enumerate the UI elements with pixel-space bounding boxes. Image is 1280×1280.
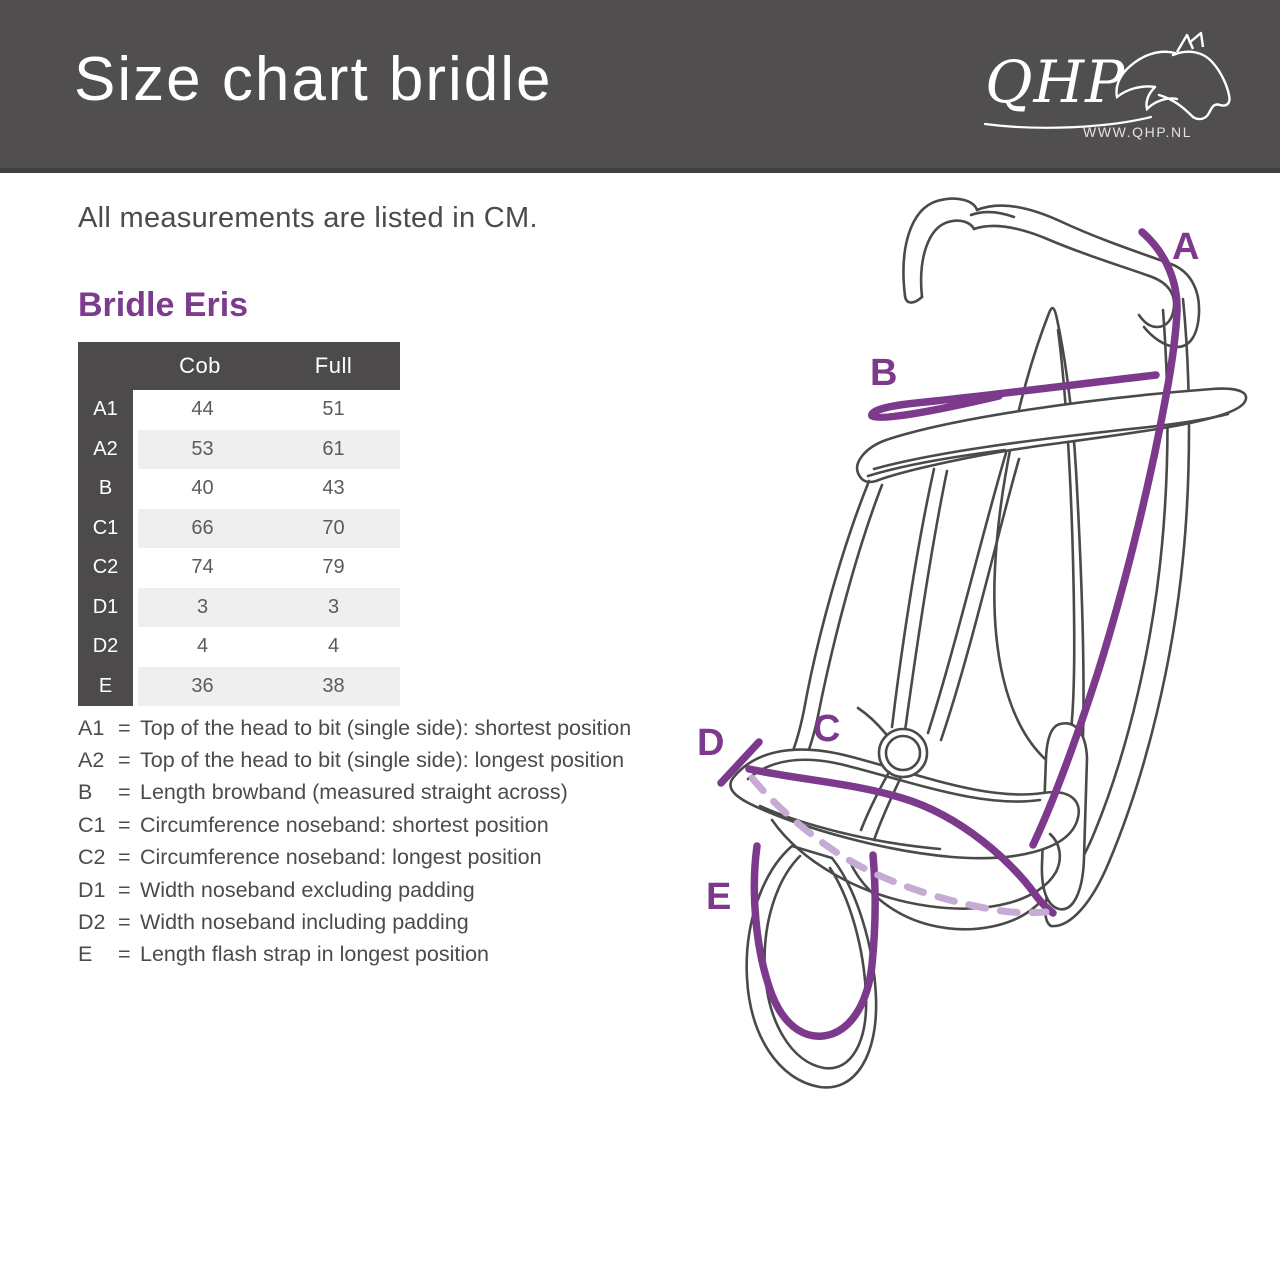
legend-equals: = <box>118 748 131 773</box>
table-corner <box>78 342 133 390</box>
measure-line-c <box>745 765 1057 917</box>
legend-row: C2 = Circumference noseband: longest pos… <box>78 842 658 874</box>
legend-row: A2 = Top of the head to bit (single side… <box>78 744 658 776</box>
diagram-label-b: B <box>870 352 898 394</box>
legend-equals: = <box>118 780 131 805</box>
legend-text: Circumference noseband: longest position <box>140 845 542 870</box>
table-cell: 4 <box>267 627 400 667</box>
table-cell: 79 <box>267 548 400 588</box>
legend-equals: = <box>118 812 131 837</box>
row-label: C2 <box>78 548 133 588</box>
table-cell: 74 <box>133 548 267 588</box>
legend-key: A2 <box>78 748 105 773</box>
page-title: Size chart bridle <box>74 45 553 114</box>
table-cell: 40 <box>133 469 267 509</box>
row-label: C1 <box>78 508 133 548</box>
logo-swoosh <box>983 115 1153 129</box>
legend-key: C1 <box>78 812 106 837</box>
row-label: E <box>78 666 133 706</box>
legend-row: D2 = Width noseband including padding <box>78 906 658 938</box>
legend-text: Length flash strap in longest position <box>140 942 490 967</box>
table-cell: 51 <box>267 390 400 430</box>
legend-text: Width noseband including padding <box>140 910 469 935</box>
product-name: Bridle Eris <box>78 286 249 324</box>
legend-text: Width noseband excluding padding <box>140 877 475 902</box>
table-col-header-full: Full <box>267 342 400 390</box>
qhp-logo: QHP WWW.QHP.NL <box>975 30 1231 150</box>
legend-text: Top of the head to bit (single side): lo… <box>140 748 625 773</box>
table-cell: 44 <box>133 390 267 430</box>
diagram-label-a: A <box>1172 226 1200 268</box>
table-cell: 4 <box>133 627 267 667</box>
measure-line-d <box>717 738 763 787</box>
header-band: Size chart bridle QHP WWW.QHP.NL <box>0 0 1280 173</box>
measure-line-dashed <box>748 774 1050 917</box>
legend-key: C2 <box>78 845 106 870</box>
size-table: Cob Full A1 44 51 A2 53 61 B 40 43 C1 66… <box>78 342 400 706</box>
legend-equals: = <box>118 910 131 935</box>
table-cell: 70 <box>267 508 400 548</box>
qhp-logo-text: QHP <box>985 48 1126 116</box>
diagram-label-c: C <box>813 708 841 750</box>
legend-row: C1 = Circumference noseband: shortest po… <box>78 809 658 841</box>
row-label: A1 <box>78 390 133 430</box>
measure-line-b <box>868 371 1160 422</box>
legend-row: E = Length flash strap in longest positi… <box>78 939 658 971</box>
row-label: A2 <box>78 429 133 469</box>
legend-row: D1 = Width noseband excluding padding <box>78 874 658 906</box>
table-cell: 3 <box>267 587 400 627</box>
legend-key: B <box>78 780 93 805</box>
bridle-diagram <box>717 197 1248 1089</box>
legend-equals: = <box>118 942 131 967</box>
qhp-logo-url: WWW.QHP.NL <box>1083 124 1193 140</box>
row-label: D2 <box>78 627 133 667</box>
diagram-label-d: D <box>697 722 725 764</box>
legend-row: B = Length browband (measured straight a… <box>78 777 658 809</box>
row-label: D1 <box>78 587 133 627</box>
measure-line-a <box>1029 228 1181 849</box>
table-cell: 53 <box>133 429 267 469</box>
measure-line-e <box>750 842 879 1040</box>
table-cell: 38 <box>267 666 400 706</box>
legend-equals: = <box>118 715 131 740</box>
legend-key: D1 <box>78 877 106 902</box>
table-col-header-cob: Cob <box>133 342 267 390</box>
table-cell: 3 <box>133 587 267 627</box>
legend-text: Top of the head to bit (single side): sh… <box>140 715 632 740</box>
legend-equals: = <box>118 845 131 870</box>
diagram-label-e: E <box>706 876 732 918</box>
legend-key: E <box>78 942 93 967</box>
table-cell: 66 <box>133 508 267 548</box>
table-cell: 36 <box>133 666 267 706</box>
legend-key: D2 <box>78 910 106 935</box>
legend-text: Circumference noseband: shortest positio… <box>140 812 549 837</box>
measurements-note: All measurements are listed in CM. <box>78 202 538 234</box>
horse-head-icon <box>1115 31 1231 121</box>
legend-key: A1 <box>78 715 105 740</box>
row-label: B <box>78 469 133 509</box>
legend-text: Length browband (measured straight acros… <box>140 780 568 805</box>
legend-row: A1 = Top of the head to bit (single side… <box>78 712 658 744</box>
legend-equals: = <box>118 877 131 902</box>
table-cell: 61 <box>267 429 400 469</box>
measurement-legend: A1 = Top of the head to bit (single side… <box>78 712 658 971</box>
table-cell: 43 <box>267 469 400 509</box>
